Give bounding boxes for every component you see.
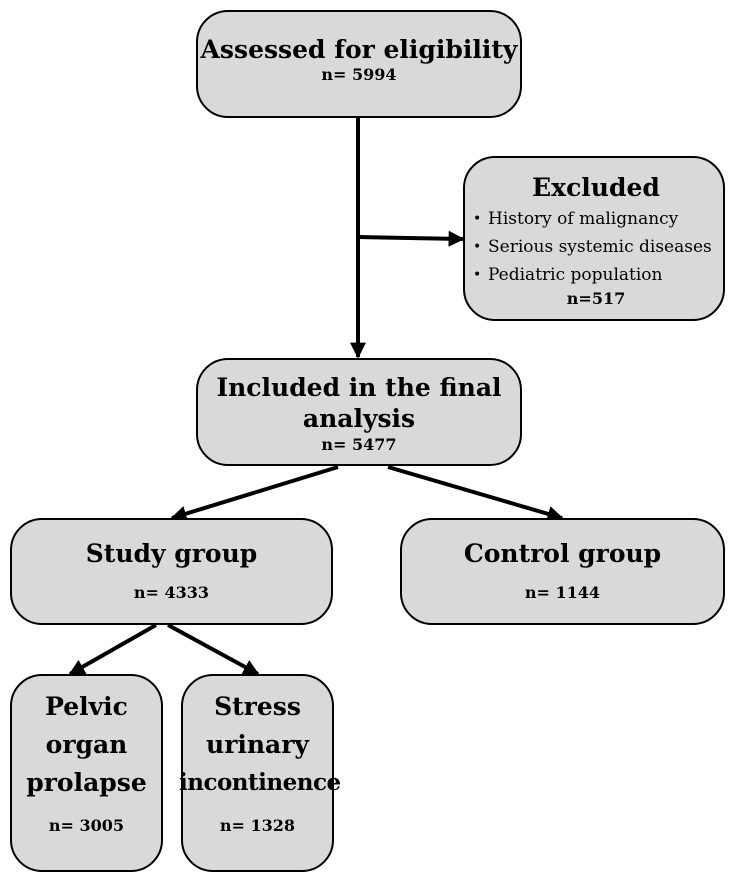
included-title-line1: Included in the final <box>216 373 502 402</box>
study-group-box: Study group n= 4333 <box>10 518 333 625</box>
arrow-to-stress-urinary-incontinence <box>167 623 260 676</box>
assessed-title: Assessed for eligibility <box>200 35 518 64</box>
study-group-count: n= 4333 <box>133 583 210 602</box>
sui-title-line: incontinence <box>179 769 341 796</box>
excluded-count: n=517 <box>566 289 626 308</box>
arrow-to-control-group <box>387 465 564 522</box>
stress-urinary-incontinence-box: Stress urinary incontinence n= 1328 <box>179 674 341 872</box>
excluded-reason: History of malignancy <box>473 205 719 233</box>
control-group-title: Control group <box>463 539 662 568</box>
pop-title-line: organ <box>45 730 128 759</box>
excluded-reason: Serious systemic diseases <box>473 233 719 261</box>
assessed-box: Assessed for eligibility n= 5994 <box>196 10 522 118</box>
control-group-box: Control group n= 1144 <box>400 518 725 625</box>
pop-title-line: Pelvic <box>45 692 128 721</box>
arrow-to-study-group <box>170 465 339 522</box>
sui-title-line: Stress <box>214 692 301 721</box>
pop-count: n= 3005 <box>48 816 125 835</box>
arrow-to-pelvic-organ-prolapse <box>68 623 157 676</box>
sui-title-line: urinary <box>206 730 309 759</box>
sui-count: n= 1328 <box>219 816 296 835</box>
excluded-box: Excluded History of malignancy Serious s… <box>463 156 725 321</box>
included-title-line2: analysis <box>302 404 416 433</box>
excluded-title: Excluded <box>532 173 660 202</box>
arrow-to-excluded <box>357 230 465 247</box>
excluded-reasons-list: History of malignancy Serious systemic d… <box>473 205 719 289</box>
study-group-title: Study group <box>85 539 258 568</box>
assessed-count: n= 5994 <box>321 65 397 84</box>
included-box: Included in the final analysis n= 5477 <box>196 358 522 466</box>
excluded-reason: Pediatric population <box>473 261 719 289</box>
pop-title-line: prolapse <box>26 768 147 797</box>
control-group-count: n= 1144 <box>524 583 601 602</box>
included-count: n= 5477 <box>321 435 397 454</box>
pelvic-organ-prolapse-box: Pelvic organ prolapse n= 3005 <box>10 674 163 872</box>
